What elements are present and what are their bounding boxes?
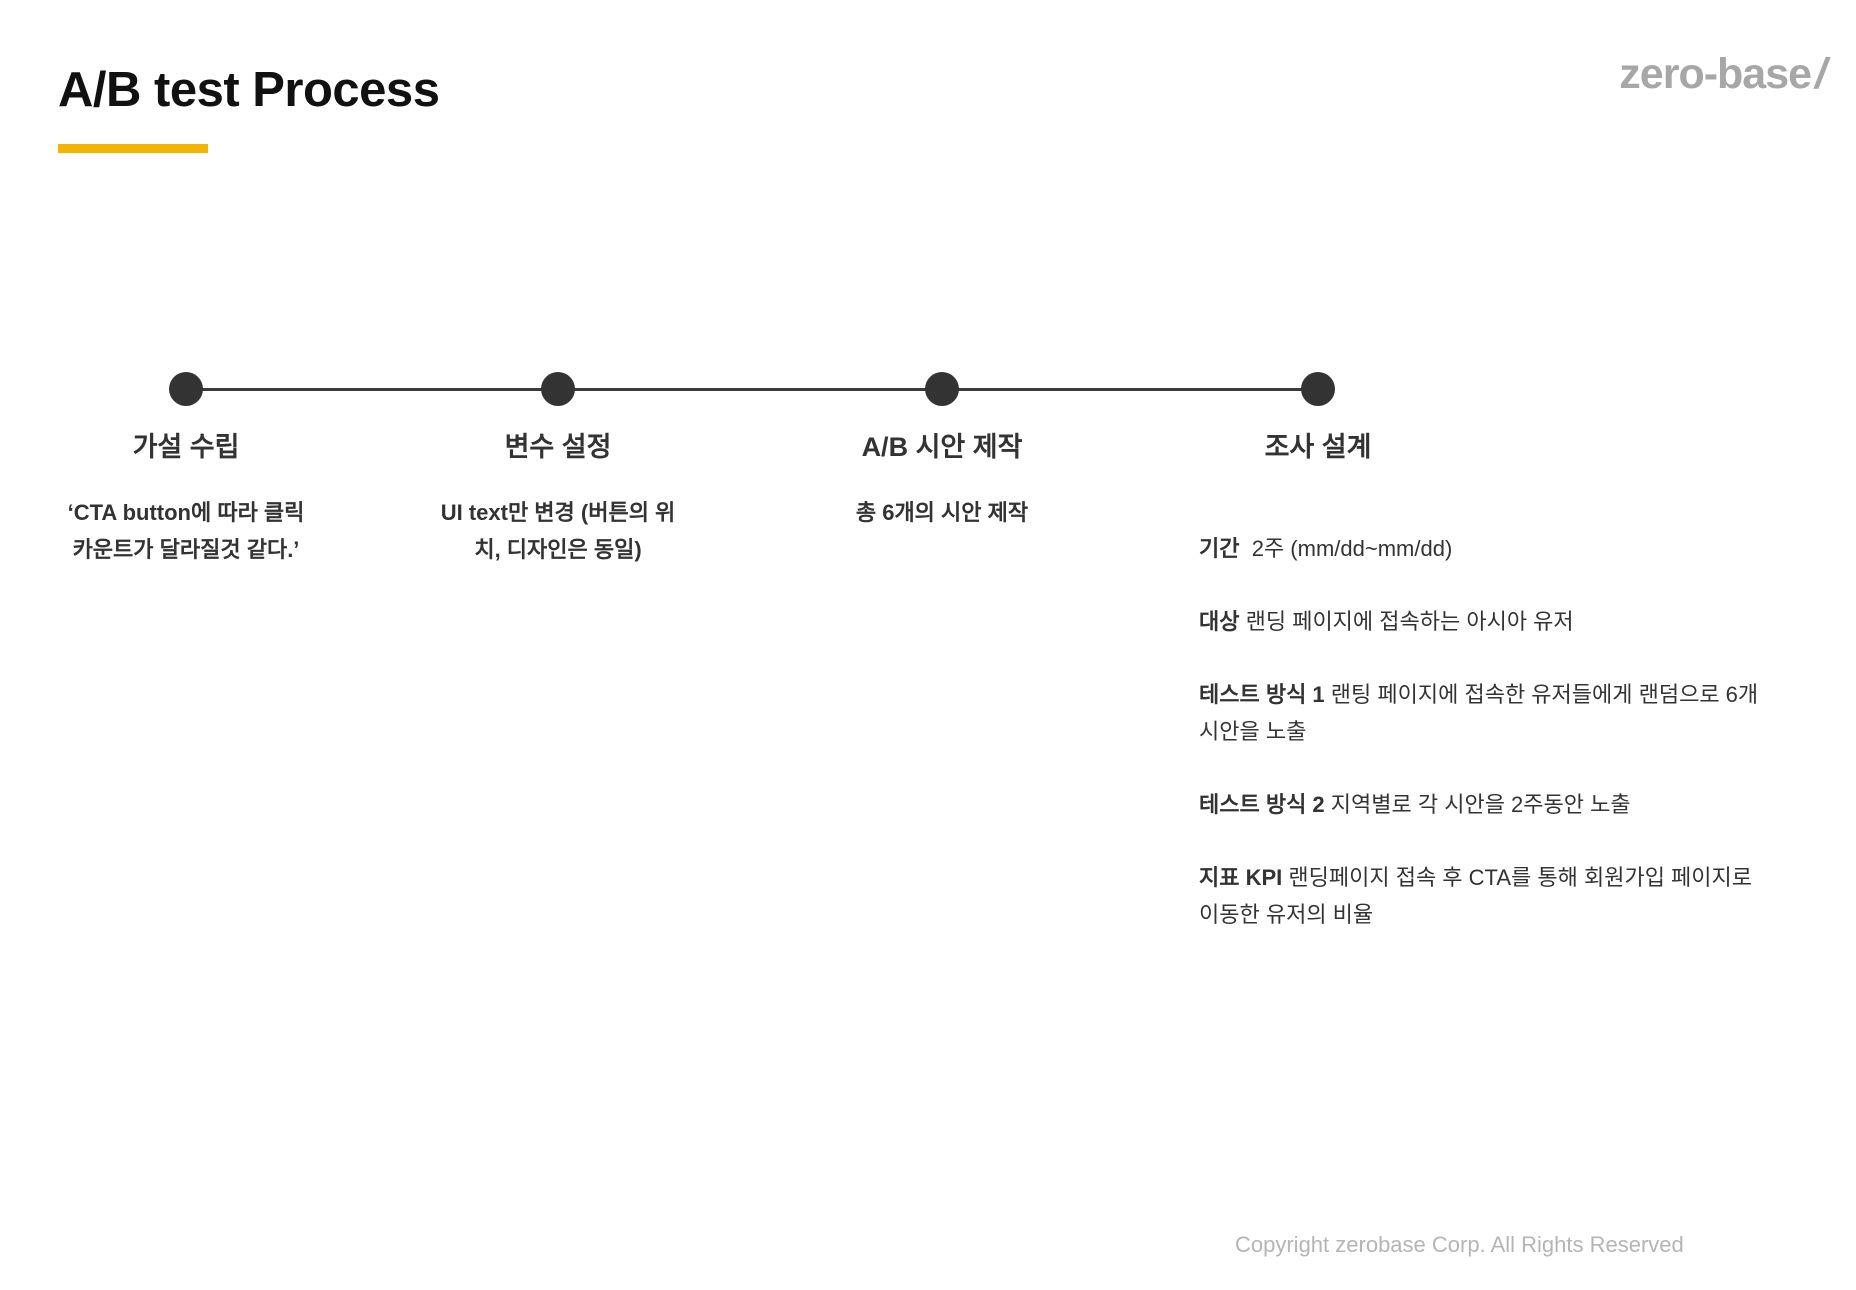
detail-test-method-2: 테스트 방식 2 지역별로 각 시안을 2주동안 노출 (1199, 786, 1769, 823)
research-design-details: 기간 2주 (mm/dd~mm/dd) 대상 랜딩 페이지에 접속하는 아시아 … (1199, 530, 1769, 969)
detail-key: 테스트 방식 2 (1199, 792, 1325, 817)
detail-key: 테스트 방식 1 (1199, 682, 1325, 707)
step-title-research-design: 조사 설계 (1264, 432, 1372, 462)
step-desc-hypothesis: ‘CTA button에 따라 클릭 카운트가 달라질것 같다.’ (67, 500, 305, 562)
logo-slash: / (1815, 50, 1827, 98)
detail-key: 지표 KPI (1199, 865, 1283, 890)
detail-kpi: 지표 KPI 랜딩페이지 접속 후 CTA를 통해 회원가입 페이지로 이동한 … (1199, 859, 1769, 933)
detail-value: 랜딩 페이지에 접속하는 아시아 유저 (1245, 609, 1574, 634)
detail-value: 랜딩페이지 접속 후 CTA를 통해 회원가입 페이지로 이동한 유저의 비율 (1199, 865, 1753, 927)
timeline-dot-4 (1301, 372, 1335, 406)
detail-key: 대상 (1199, 609, 1240, 634)
detail-period: 기간 2주 (mm/dd~mm/dd) (1199, 530, 1769, 567)
timeline-line (186, 388, 1313, 391)
detail-value: 랜팅 페이지에 접속한 유저들에게 랜덤으로 6개 시안을 노출 (1199, 682, 1759, 744)
timeline-dot-1 (169, 372, 203, 406)
step-title-variable: 변수 설정 (504, 432, 612, 462)
detail-target: 대상 랜딩 페이지에 접속하는 아시아 유저 (1199, 603, 1769, 640)
detail-key: 기간 (1199, 536, 1240, 561)
title-underline (58, 144, 208, 153)
detail-test-method-1: 테스트 방식 1 랜팅 페이지에 접속한 유저들에게 랜덤으로 6개 시안을 노… (1199, 676, 1769, 750)
copyright-text: Copyright zerobase Corp. All Rights Rese… (1235, 1232, 1684, 1257)
step-desc-variable: UI text만 변경 (버튼의 위치, 디자인은 동일) (440, 500, 676, 562)
timeline-dot-3 (925, 372, 959, 406)
zero-base-logo: zero-base/ (1619, 50, 1827, 99)
detail-value: 2주 (mm/dd~mm/dd) (1251, 536, 1453, 561)
detail-value: 지역별로 각 시안을 2주동안 노출 (1330, 792, 1631, 817)
page-title: A/B test Process (58, 63, 440, 117)
step-title-hypothesis: 가설 수립 (132, 432, 240, 462)
logo-text: zero-base (1619, 50, 1812, 98)
step-desc-ab-draft: 총 6개의 시안 제작 (855, 500, 1029, 525)
step-title-ab-draft: A/B 시안 제작 (861, 432, 1023, 462)
timeline-dot-2 (541, 372, 575, 406)
